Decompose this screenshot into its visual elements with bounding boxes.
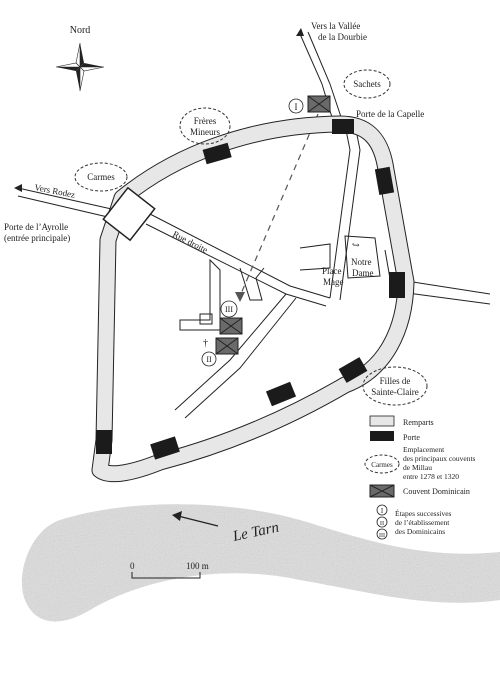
legend-etapes-1: Étapes successives — [395, 508, 452, 518]
legend-stage-one: I — [381, 507, 384, 515]
roads — [17, 31, 491, 305]
gate-block — [332, 119, 354, 134]
gate-block — [96, 430, 112, 454]
gate-block — [265, 381, 297, 407]
compass-rose-icon — [55, 42, 105, 92]
legend-emplacement-2: des principaux couvents — [403, 454, 476, 463]
stage-two-label: II — [206, 355, 212, 364]
legend-rempart-swatch — [369, 415, 395, 427]
notre-dame-label-1: Notre — [351, 257, 372, 267]
gate-block — [202, 142, 232, 165]
legend-carmes-sample: Carmes — [371, 461, 393, 469]
legend-convent-swatch — [364, 454, 400, 474]
vers-rodez-label: Vers Rodez — [34, 182, 76, 200]
sachets-label: Sachets — [353, 79, 381, 89]
freres-mineurs-label-2: Mineurs — [190, 127, 220, 137]
gate-block — [374, 166, 395, 196]
inner-streets — [145, 129, 393, 419]
legend-remparts-label: Remparts — [403, 418, 434, 427]
legend-porte-label: Porte — [403, 433, 420, 442]
stage-one-label: I — [295, 102, 298, 112]
gate-block — [338, 357, 368, 383]
legend-etapes-2: de l’établissement — [395, 518, 450, 527]
notre-dame-arrow-icon: ↪ — [352, 240, 360, 250]
dominican-axis-dashed — [239, 113, 319, 297]
porte-ayrolle-label-2: (entrée principale) — [4, 233, 70, 243]
scale-distance-label: 100 m — [186, 561, 209, 571]
notre-dame-label-2: Dame — [352, 268, 374, 278]
stage-three-label: III — [225, 305, 233, 314]
legend-couvent-label: Couvent Dominicain — [403, 487, 470, 496]
scale-zero-label: 0 — [130, 561, 135, 571]
legend-emplacement-1: Emplacement — [403, 445, 445, 454]
porte-capelle-label: Porte de la Capelle — [356, 109, 424, 119]
legend-stage-three: III — [379, 533, 385, 539]
cross-icon: † — [203, 338, 208, 349]
road-arrows — [14, 28, 304, 192]
stage-markers — [201, 98, 304, 367]
legend: Remparts Porte Carmes Emplacement des pr… — [364, 415, 476, 540]
freres-mineurs-label-1: Frères — [194, 116, 217, 126]
vers-dourbie-label-2: de la Dourbie — [318, 32, 367, 42]
convent-ellipses — [74, 69, 428, 406]
legend-etapes-3: des Dominicains — [395, 527, 445, 536]
river-tarn — [21, 504, 500, 622]
ramparts — [91, 115, 415, 483]
legend-porte-swatch — [370, 431, 394, 441]
place-mage-label-1: Place — [322, 266, 342, 276]
place-mage-label-2: Mage — [323, 277, 344, 287]
legend-emplacement-3: de Millau — [403, 463, 432, 472]
gate-block — [389, 272, 405, 298]
carmes-label: Carmes — [87, 172, 115, 182]
legend-dominican-swatch — [369, 484, 395, 498]
axis-arrow — [235, 292, 245, 302]
ayrolle-gate — [102, 186, 156, 242]
river-flow-arrow — [172, 511, 219, 527]
legend-emplacement-4: entre 1278 et 1320 — [403, 472, 459, 481]
legend-stage-two: II — [380, 520, 384, 527]
vers-dourbie-label-1: Vers la Vallée — [311, 21, 360, 31]
filles-label-1: Filles de — [380, 376, 411, 386]
scale-bar — [131, 572, 201, 579]
porte-ayrolle-label-1: Porte de l’Ayrolle — [4, 222, 68, 232]
filles-label-2: Sainte-Claire — [371, 387, 418, 397]
dominican-convents — [215, 95, 331, 355]
gates — [96, 119, 405, 460]
gate-block — [150, 436, 180, 460]
compass-label: Nord — [70, 25, 91, 36]
